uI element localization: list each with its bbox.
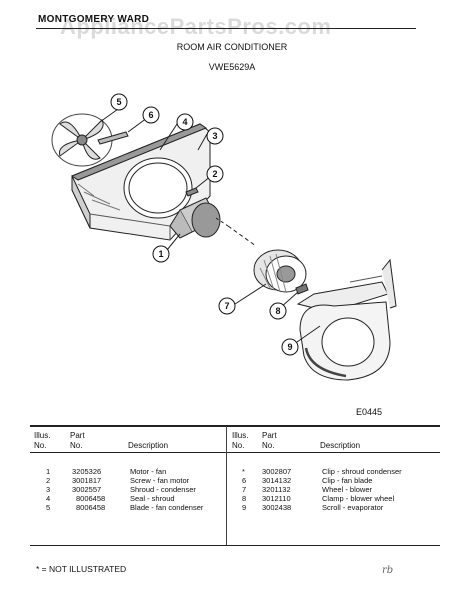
- callout-label-1: 1: [158, 249, 163, 259]
- callout-4: [176, 113, 194, 131]
- footnote: * = NOT ILLUSTRATED: [36, 564, 127, 574]
- part-description: Clip - shroud condenser: [322, 467, 402, 476]
- callout-9: [281, 338, 299, 356]
- table-column-divider: [226, 426, 227, 545]
- illus-no: 6: [242, 476, 247, 485]
- part-no: 3002438: [262, 503, 292, 512]
- table-top-rule: [30, 425, 440, 427]
- illus-no: 3: [46, 485, 51, 494]
- screw-drawing: [185, 187, 199, 197]
- illus-no: 9: [242, 503, 247, 512]
- illus-header-line2: No.: [232, 441, 245, 450]
- description-header: Description: [320, 441, 361, 450]
- illus-no: 7: [242, 485, 247, 494]
- part-header-line1: Part: [70, 431, 85, 440]
- callout-label-9: 9: [287, 342, 292, 352]
- illus-no: 8: [242, 494, 247, 503]
- callout-label-7: 7: [224, 301, 229, 311]
- blower-wheel-drawing: [253, 249, 307, 293]
- part-description: Blade - fan condenser: [130, 503, 204, 512]
- callout-label-8: 8: [275, 306, 280, 316]
- callout-1: [152, 245, 170, 263]
- callout-markers: [110, 93, 299, 356]
- callout-label-3: 3: [212, 131, 217, 141]
- part-description: Screw - fan motor: [130, 476, 190, 485]
- callout-label-5: 5: [116, 97, 121, 107]
- brand-name: MONTGOMERY WARD: [38, 14, 150, 25]
- illus-no: 1: [46, 467, 51, 476]
- diagram-code: E0445: [356, 407, 383, 417]
- scroll-drawing: [296, 258, 397, 381]
- callout-label-6: 6: [148, 110, 153, 120]
- shroud-drawing: [70, 123, 211, 241]
- part-no: 3001817: [72, 476, 102, 485]
- part-description: Seal - shroud: [130, 494, 175, 503]
- callout-label-4: 4: [182, 117, 187, 127]
- illus-no: *: [242, 467, 245, 476]
- callout-8: [269, 302, 287, 320]
- illus-header-line2: No.: [34, 441, 47, 450]
- illus-no: 4: [46, 494, 51, 503]
- watermark: AppliancePartsPros.com: [60, 14, 332, 39]
- illus-no: 5: [46, 503, 51, 512]
- part-no: 3014132: [262, 476, 292, 485]
- motor-drawing: [169, 197, 257, 247]
- part-description: Clip - fan blade: [322, 476, 373, 485]
- model-number: VWE5629A: [208, 62, 256, 72]
- illus-no: 2: [46, 476, 51, 485]
- part-no: 8006458: [76, 503, 106, 512]
- fan-blade-drawing: [51, 113, 113, 167]
- part-description: Motor - fan: [130, 467, 167, 476]
- table-bottom-rule: [30, 545, 440, 546]
- clip-drawing: [97, 131, 129, 145]
- exploded-parts-diagram: 5 6 4 3 2 1 7 8 9: [51, 93, 397, 381]
- callout-label-2: 2: [212, 169, 217, 179]
- callout-7: [218, 297, 236, 315]
- part-header-line1: Part: [262, 431, 277, 440]
- callout-2: [206, 165, 224, 183]
- part-no: 3002557: [72, 485, 102, 494]
- illus-header-line1: Illus.: [34, 431, 51, 440]
- page-title: ROOM AIR CONDITIONER: [176, 42, 288, 52]
- part-no: 3205326: [72, 467, 102, 476]
- part-description: Scroll - evaporator: [322, 503, 384, 512]
- part-description: Wheel - blower: [322, 485, 373, 494]
- part-description: Clamp - blower wheel: [322, 494, 395, 503]
- header-rule: [36, 28, 416, 29]
- part-header-line2: No.: [262, 441, 275, 450]
- part-no: 3002807: [262, 467, 292, 476]
- handwritten-mark: rb: [382, 565, 394, 576]
- illus-header-line1: Illus.: [232, 431, 249, 440]
- part-description: Shroud - condenser: [130, 485, 196, 494]
- callout-3: [206, 127, 224, 145]
- part-header-line2: No.: [70, 441, 83, 450]
- description-header: Description: [128, 441, 169, 450]
- callout-5: [110, 93, 128, 111]
- part-no: 3012110: [262, 494, 291, 503]
- table-header-rule: [30, 452, 440, 453]
- callout-6: [142, 106, 160, 124]
- part-no: 3201132: [262, 485, 291, 494]
- part-no: 8006458: [76, 494, 106, 503]
